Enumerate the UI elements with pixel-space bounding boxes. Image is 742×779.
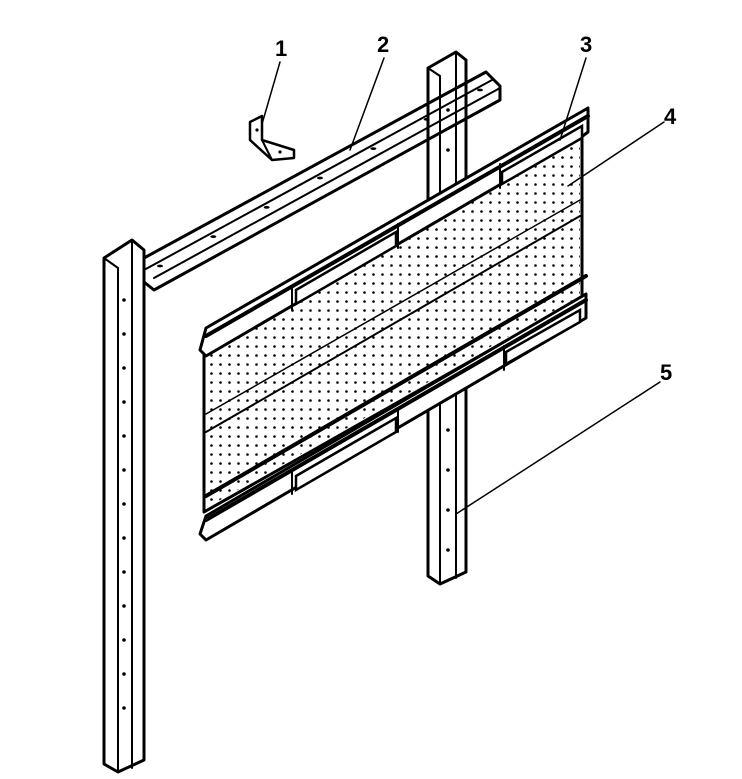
- mounting-hole: [122, 638, 126, 642]
- rail-slot: [210, 235, 217, 239]
- mounting-hole: [122, 672, 126, 676]
- rail-slot: [317, 176, 323, 180]
- upper-channel-strip: [198, 106, 590, 358]
- mounting-hole: [122, 604, 126, 608]
- left-post: [102, 238, 146, 774]
- rail-slot: [370, 147, 377, 151]
- mounting-hole: [122, 298, 126, 302]
- mounting-hole: [446, 108, 450, 112]
- mounting-hole: [122, 468, 126, 472]
- mounting-hole: [122, 332, 126, 336]
- mounting-hole: [122, 400, 126, 404]
- mounting-hole: [446, 428, 450, 432]
- mounting-hole: [122, 502, 126, 506]
- mounting-hole: [122, 706, 126, 710]
- angle-bracket: [248, 114, 296, 162]
- callout-3: 3: [580, 32, 592, 57]
- mounting-hole: [446, 148, 450, 152]
- callout-labels: 1 2 3 4 5: [275, 32, 677, 385]
- mounting-hole: [122, 366, 126, 370]
- callout-4: 4: [664, 104, 677, 129]
- mounting-hole: [446, 548, 450, 552]
- mounting-hole: [122, 434, 126, 438]
- leader-lines: [261, 57, 665, 515]
- callout-5: 5: [660, 360, 672, 385]
- top-rail: [142, 70, 502, 292]
- mounting-hole: [446, 508, 450, 512]
- mounting-hole: [446, 468, 450, 472]
- rail-slot: [157, 264, 163, 268]
- rail-slot: [477, 88, 483, 92]
- callout-2: 2: [377, 32, 389, 57]
- mounting-hole: [122, 570, 126, 574]
- rail-slot: [263, 205, 270, 209]
- mounting-hole: [122, 536, 126, 540]
- callout-1: 1: [275, 36, 287, 61]
- lower-channel-strip: [198, 274, 588, 542]
